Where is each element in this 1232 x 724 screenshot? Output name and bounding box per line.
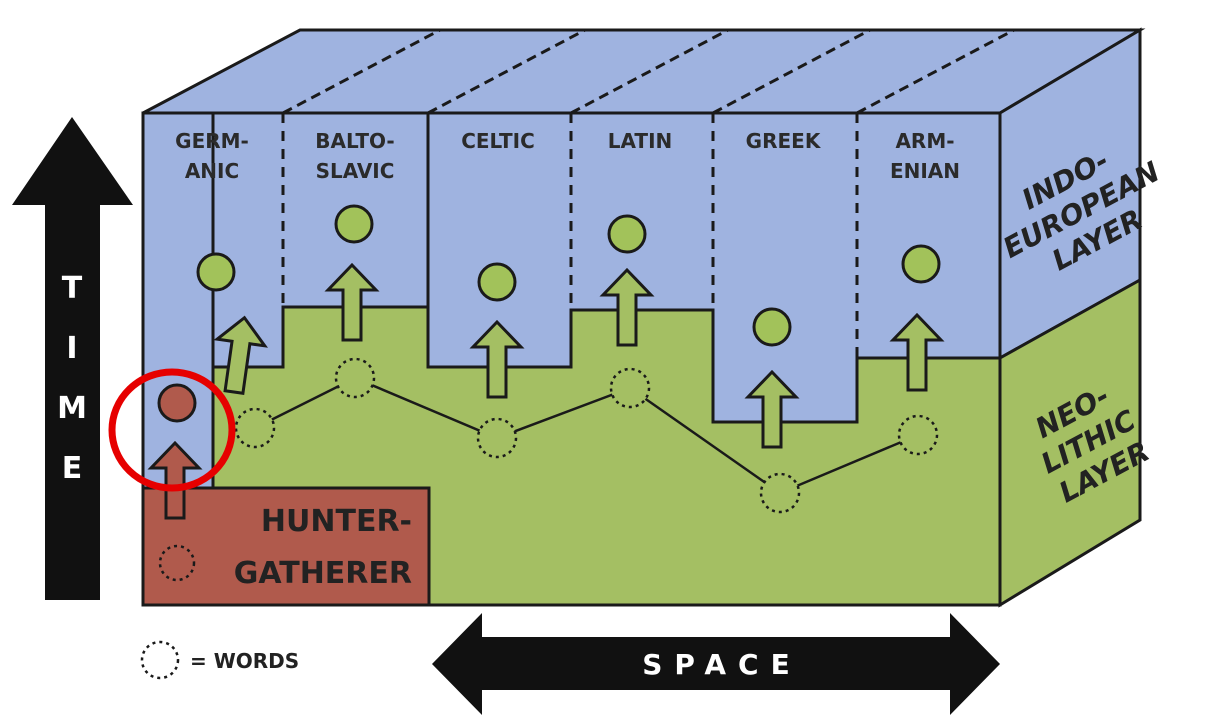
word-dot-greek <box>752 307 792 347</box>
arrow-armenian <box>889 312 945 392</box>
evolution-arrows <box>147 262 945 520</box>
space-arrow <box>432 613 1000 715</box>
legend-word-circle-icon <box>140 640 180 680</box>
hunter-gatherer-label-2: GATHERER <box>234 556 412 591</box>
column-label-celtic: CELTIC <box>461 129 535 153</box>
column-label-latin: LATIN <box>608 129 673 153</box>
word-circle-armenian <box>897 414 939 456</box>
word-circle-balto-slavic <box>334 357 376 399</box>
arrow-celtic <box>469 319 525 399</box>
word-circle-celtic <box>476 417 518 459</box>
word-circle-germanic <box>234 407 276 449</box>
word-dot-germanic <box>196 252 236 292</box>
space-label: SPACE <box>642 648 801 681</box>
highlight-ring <box>108 368 236 492</box>
time-letter-i: I <box>66 331 77 366</box>
arrow-greek <box>744 369 800 449</box>
word-dot-celtic <box>477 262 517 302</box>
time-arrow <box>12 117 133 600</box>
arrow-balto-slavic <box>324 262 380 342</box>
word-dot-balto-slavic <box>334 204 374 244</box>
column-labels: GERM- ANIC BALTO- SLAVIC CELTIC LATIN GR… <box>175 129 960 183</box>
column-label-germanic-1: GERM- <box>175 129 249 153</box>
arrow-germanic <box>213 315 269 395</box>
column-label-germanic-2: ANIC <box>185 159 239 183</box>
column-label-balto-slavic-2: SLAVIC <box>316 159 395 183</box>
time-letter-e: E <box>62 451 83 486</box>
neolithic-label: NEO- LITHIC LAYER <box>1030 379 1155 509</box>
word-dots <box>157 204 941 423</box>
arrow-hunter-gatherer <box>147 440 203 520</box>
word-circles <box>158 357 939 582</box>
column-dividers <box>211 113 859 488</box>
word-dot-armenian <box>901 244 941 284</box>
column-label-armenian-1: ARM- <box>895 129 954 153</box>
column-label-balto-slavic-1: BALTO- <box>315 129 394 153</box>
time-letter-t: T <box>62 271 83 306</box>
arrow-latin <box>599 267 655 347</box>
word-dot-latin <box>607 214 647 254</box>
hunter-gatherer-layer <box>141 486 431 607</box>
word-circle-hunter-gatherer <box>158 544 196 582</box>
top-face-dividers <box>282 28 1015 115</box>
word-dot-hunter-gatherer <box>157 383 197 423</box>
column-label-armenian-2: ENIAN <box>890 159 960 183</box>
hunter-gatherer-label-1: HUNTER- <box>261 504 412 539</box>
word-circle-greek <box>759 472 801 514</box>
word-circle-latin <box>609 367 651 409</box>
time-letter-m: M <box>57 391 87 426</box>
legend-label: = WORDS <box>190 649 299 673</box>
column-label-greek: GREEK <box>746 129 822 153</box>
time-label: T I M E <box>57 271 87 486</box>
